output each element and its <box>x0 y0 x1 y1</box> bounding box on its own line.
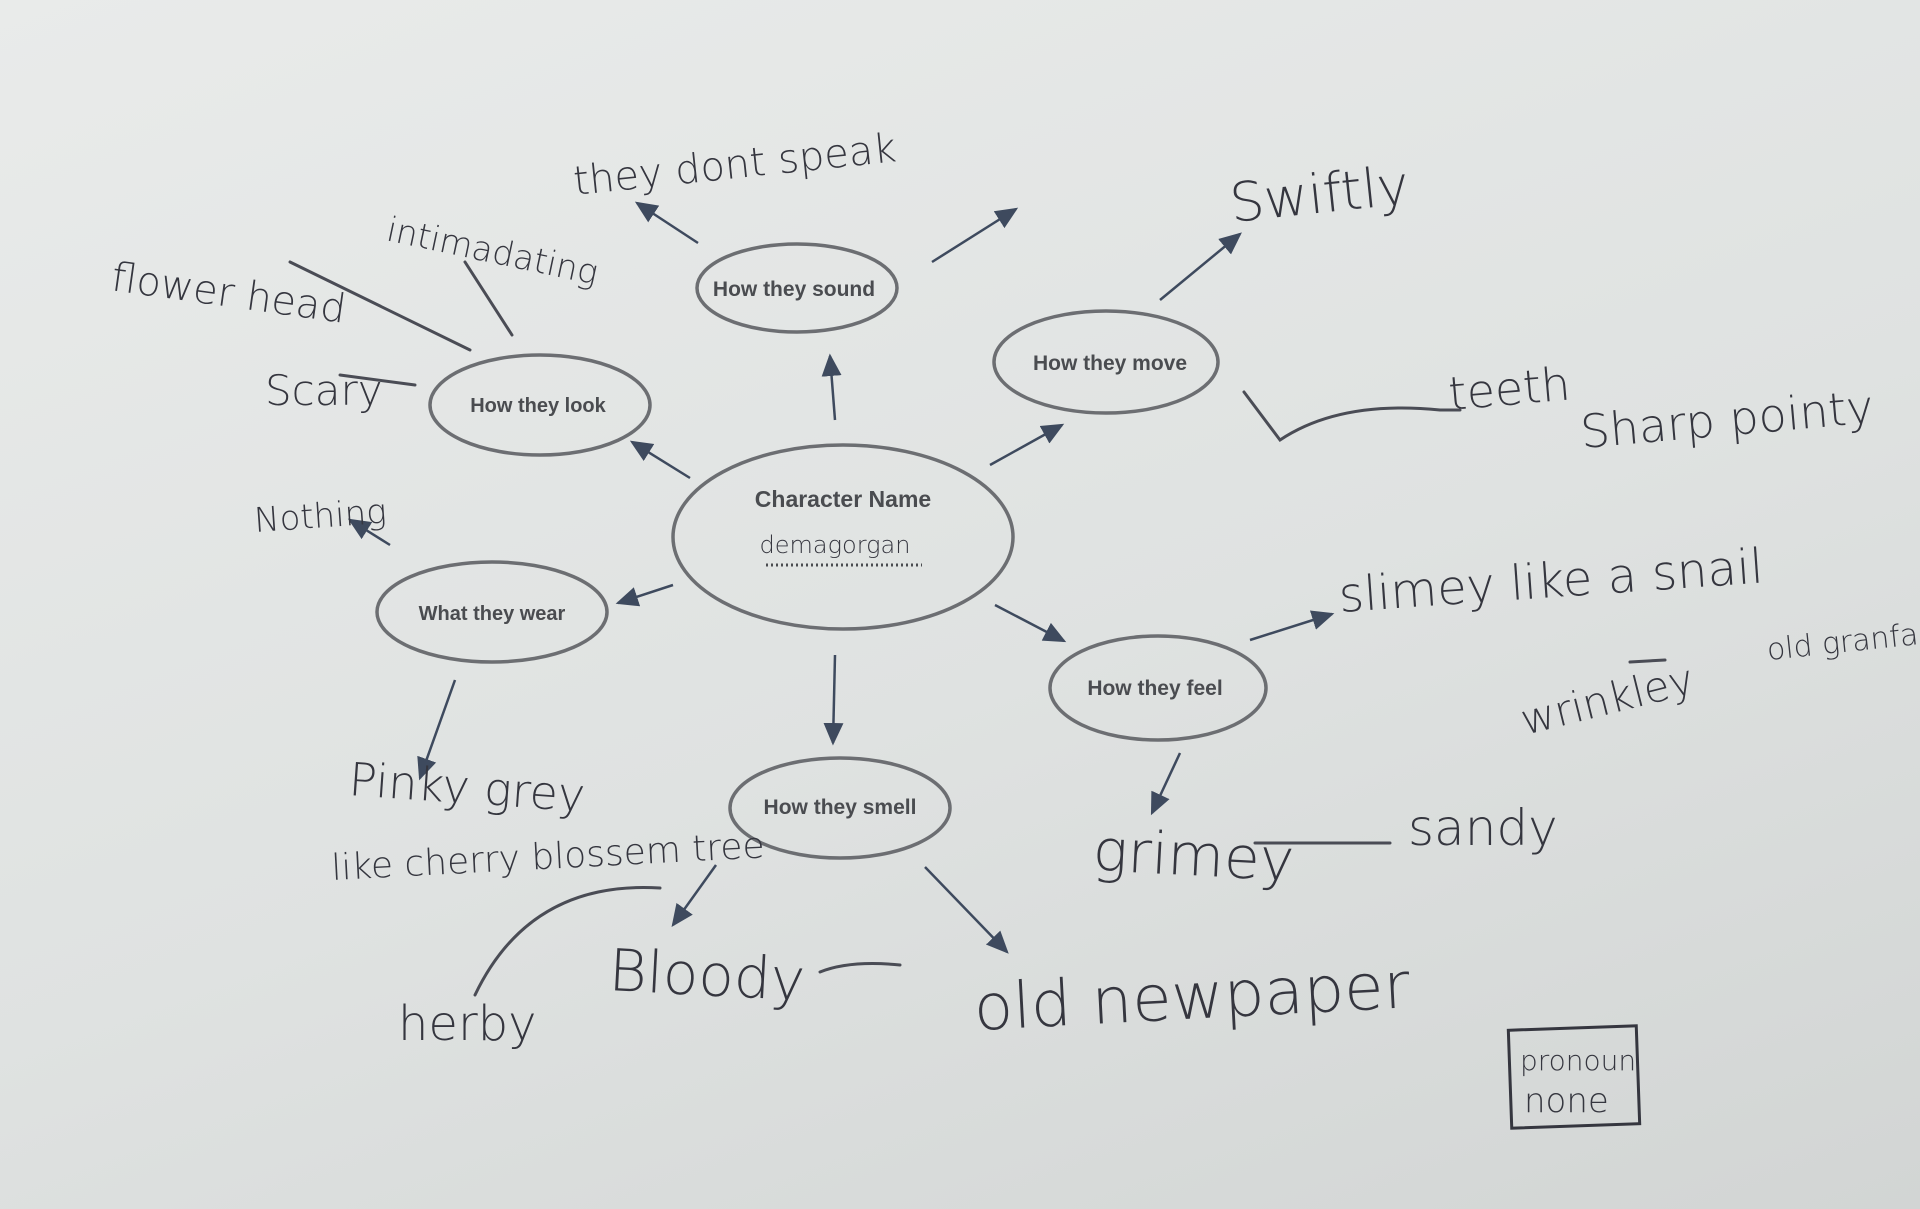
note-teeth: teeth <box>1446 357 1572 421</box>
note-bloody: Bloody <box>607 936 806 1014</box>
note-scary: Scary <box>265 366 383 415</box>
note-cherry-blossem: like cherry blossem tree <box>330 825 765 889</box>
notes-move: Swiftly teeth Sharp pointy <box>1227 153 1876 458</box>
note-slimey: slimey like a snail <box>1337 538 1765 624</box>
center-node: Character Name demagorgan <box>671 443 1015 631</box>
node-label: How they look <box>470 395 606 417</box>
note-wrinkley: wrinkley <box>1516 654 1699 744</box>
node-how-they-move: How they move <box>992 309 1220 415</box>
center-heading: Character Name <box>755 486 931 512</box>
notes-wear: Nothing Pinky grey like cherry blossem t… <box>253 492 766 889</box>
printed-arrows <box>347 201 1335 954</box>
node-how-they-feel: How they feel <box>1048 634 1268 742</box>
pronoun-value: none <box>1524 1081 1609 1121</box>
note-herby: herby <box>398 996 537 1052</box>
character-name: demagorgan <box>760 531 911 559</box>
note-sharp-pointy: Sharp pointy <box>1578 380 1875 459</box>
notes-smell: Bloody herby old newpaper <box>398 936 1412 1052</box>
note-nothing: Nothing <box>253 492 388 541</box>
notes-look: flower head intimadating Scary <box>109 210 602 415</box>
node-how-they-smell: How they smell <box>728 756 952 860</box>
node-label: How they sound <box>713 278 875 301</box>
note-sandy: sandy <box>1408 799 1558 857</box>
note-old-newpaper: old newpaper <box>972 949 1412 1046</box>
note-they-dont-speak: they dont speak <box>571 125 898 205</box>
note-pinky-grey: Pinky grey <box>347 752 587 822</box>
notes-feel: slimey like a snail wrinkley old granfa … <box>1091 538 1920 894</box>
node-how-they-look: How they look <box>428 353 652 457</box>
note-old-granfa: old granfa <box>1765 617 1920 668</box>
pronoun-label: pronoun <box>1520 1044 1636 1077</box>
note-grimey: grimey <box>1091 816 1296 894</box>
pronoun-box: pronoun none <box>1506 1024 1642 1130</box>
note-intimadating: intimadating <box>383 210 601 294</box>
node-label: How they move <box>1033 352 1187 375</box>
node-how-they-sound: How they sound <box>695 242 899 334</box>
note-flower-head: flower head <box>109 254 349 332</box>
node-label: What they wear <box>419 603 566 625</box>
note-swiftly: Swiftly <box>1227 153 1412 234</box>
node-label: How they smell <box>764 796 917 819</box>
node-what-they-wear: What they wear <box>375 560 609 664</box>
node-label: How they feel <box>1087 677 1222 700</box>
handwritten-lines <box>288 260 1667 997</box>
notes-sound: they dont speak <box>571 125 898 205</box>
